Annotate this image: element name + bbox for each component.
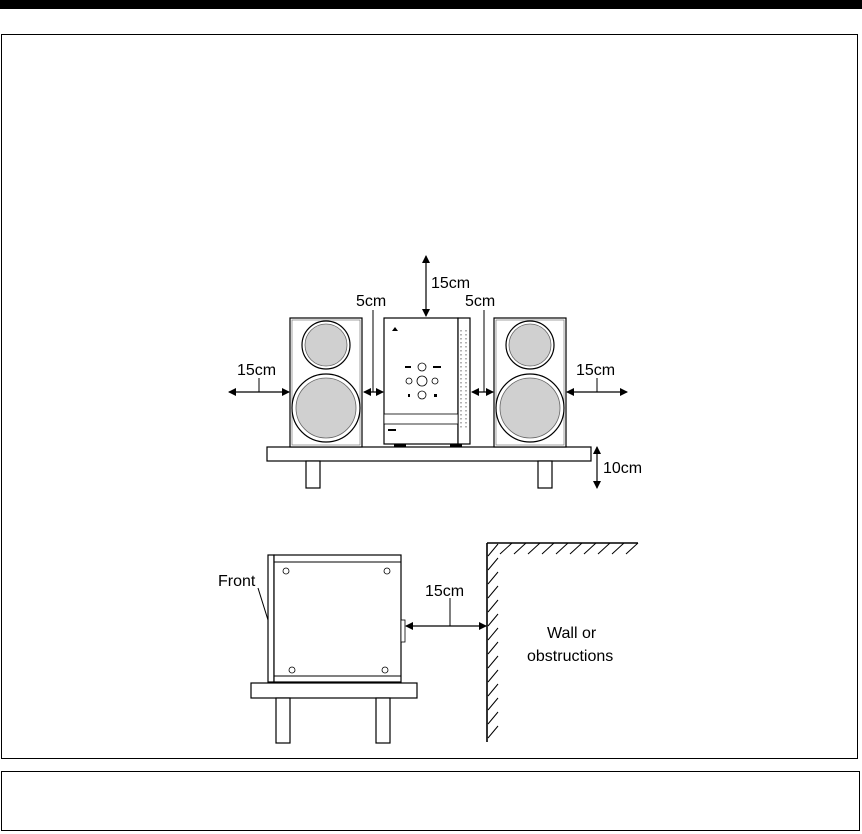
right-speaker (494, 318, 566, 447)
main-unit (384, 318, 470, 447)
front-leader (258, 588, 268, 620)
left-side-clearance-label: 15cm (237, 362, 276, 379)
left-speaker (290, 318, 362, 447)
front-shelf-top (267, 447, 591, 461)
wall-label-line2: obstructions (527, 648, 613, 665)
side-shelf-leg-right (376, 698, 390, 743)
front-shelf-leg-right (538, 461, 552, 488)
right-gap-label: 5cm (465, 293, 495, 310)
top-clearance-label: 15cm (431, 275, 470, 292)
side-view: Front 15cm Wall or obstructions (218, 543, 638, 743)
shelf-height-label: 10cm (603, 460, 642, 477)
side-shelf-leg-left (276, 698, 290, 743)
rear-clearance-label: 15cm (425, 583, 464, 600)
unit-side-profile (268, 555, 405, 682)
front-shelf-leg-left (306, 461, 320, 488)
left-gap-label: 5cm (356, 293, 386, 310)
front-label: Front (218, 573, 256, 590)
wall-label-line1: Wall or (547, 625, 597, 642)
wall (487, 543, 638, 742)
right-side-clearance-label: 15cm (576, 362, 615, 379)
front-view: 15cm 5cm 5cm 15cm 15cm 10cm (229, 256, 642, 488)
side-shelf-top (251, 683, 417, 698)
